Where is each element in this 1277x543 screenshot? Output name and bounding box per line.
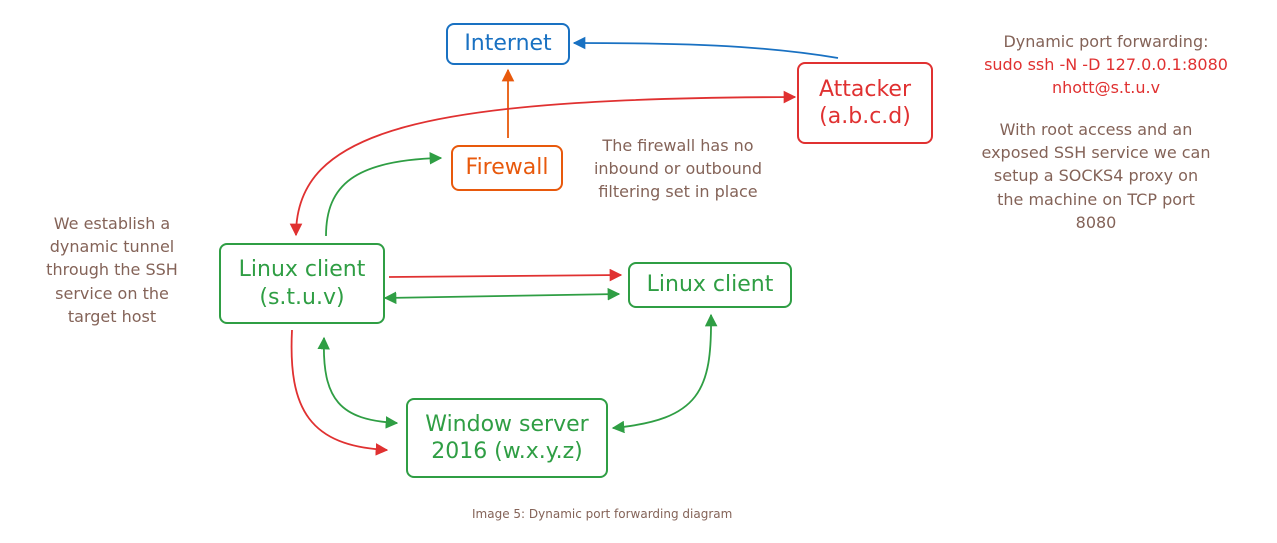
socks-note-line: setup a SOCKS4 proxy on bbox=[993, 166, 1199, 186]
internet-label: Internet bbox=[464, 31, 552, 57]
arrow-linux-to-windows-red bbox=[290, 329, 389, 456]
tunnel-note-line: through the SSH bbox=[46, 260, 178, 280]
firewall-label: Firewall bbox=[465, 155, 549, 181]
socks-note-line: 8080 bbox=[1075, 212, 1117, 232]
tunnel-note: We establish a dynamic tunnel through th… bbox=[22, 212, 202, 328]
tunnel-note-line: service on the bbox=[55, 283, 169, 303]
windows-server-address: 2016 (w.x.y.z) bbox=[431, 439, 583, 464]
tunnel-note-line: target host bbox=[67, 306, 157, 326]
tunnel-note-line: dynamic tunnel bbox=[49, 237, 175, 257]
arrow-attacker-to-internet bbox=[572, 36, 839, 59]
firewall-note: The firewall has no inbound or outbound … bbox=[578, 134, 778, 204]
attacker-address: (a.b.c.d) bbox=[819, 104, 911, 129]
forwarding-command-user: nhott@s.t.u.v bbox=[1051, 78, 1161, 98]
socks-note-line: With root access and an bbox=[999, 120, 1193, 139]
socks-note: With root access and an exposed SSH serv… bbox=[946, 118, 1246, 234]
figure-caption: Image 5: Dynamic port forwarding diagram bbox=[472, 507, 733, 521]
firewall-note-line: filtering set in place bbox=[598, 182, 758, 202]
arrow-attacker-linux-tunnel bbox=[289, 90, 797, 237]
arrow-linux-linux-green bbox=[383, 287, 621, 305]
attacker-node: Attacker (a.b.c.d) bbox=[797, 62, 933, 144]
arrow-windows-linux-green bbox=[611, 313, 718, 434]
attacker-label: Attacker bbox=[818, 76, 912, 102]
socks-note-line: the machine on TCP port bbox=[997, 189, 1195, 209]
tunnel-note-line: We establish a bbox=[53, 214, 171, 233]
arrow-linux-to-linux-red bbox=[388, 268, 623, 282]
linux-client-main-label: Linux client bbox=[238, 257, 366, 282]
arrow-linux-windows-green bbox=[317, 336, 399, 429]
linux-client-main-address: (s.t.u.v) bbox=[259, 284, 345, 310]
linux-client-main-node: Linux client (s.t.u.v) bbox=[219, 243, 385, 324]
internet-node: Internet bbox=[446, 23, 570, 65]
socks-note-line: exposed SSH service we can bbox=[981, 143, 1211, 163]
linux-client-other-label: Linux client bbox=[646, 272, 774, 298]
firewall-note-line: inbound or outbound bbox=[593, 159, 763, 179]
forwarding-note: Dynamic port forwarding: sudo ssh -N -D … bbox=[946, 30, 1266, 100]
firewall-node: Firewall bbox=[451, 145, 563, 191]
forwarding-command: sudo ssh -N -D 127.0.0.1:8080 bbox=[984, 55, 1228, 75]
linux-client-other-node: Linux client bbox=[628, 262, 792, 308]
firewall-note-line: The firewall has no bbox=[602, 136, 754, 155]
forwarding-title: Dynamic port forwarding: bbox=[1003, 32, 1209, 51]
windows-server-label: Window server bbox=[425, 411, 589, 437]
windows-server-node: Window server 2016 (w.x.y.z) bbox=[406, 398, 608, 478]
arrow-linux-to-firewall bbox=[325, 151, 443, 237]
